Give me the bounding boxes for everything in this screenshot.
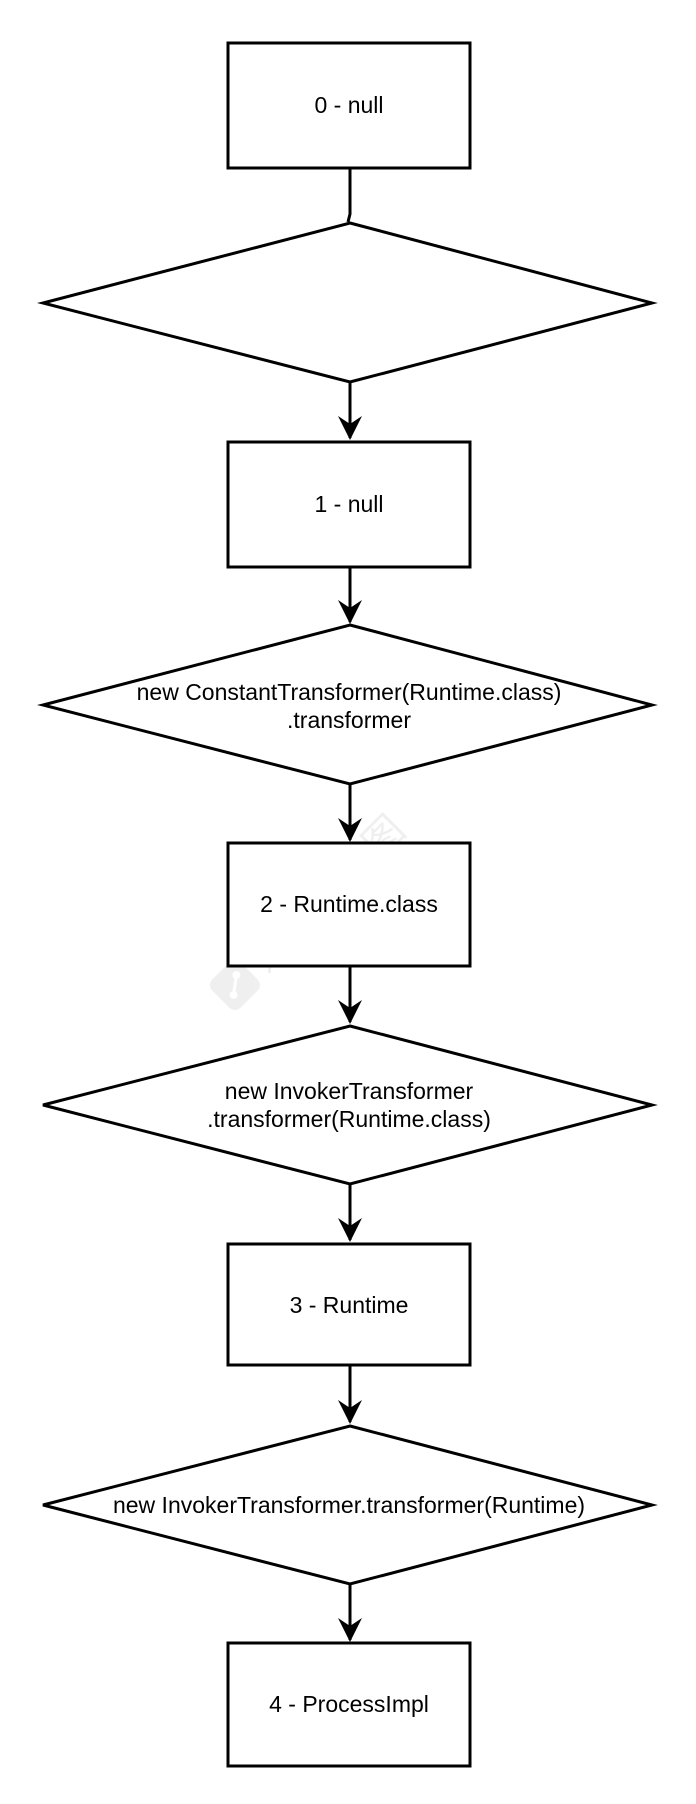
state-label-2: 2 - Runtime.class — [260, 891, 438, 917]
watermark-logo-icon — [210, 960, 260, 1010]
transition-label-3: new InvokerTransformer.transformer(Runti… — [113, 1492, 585, 1518]
state-label-3: 3 - Runtime — [290, 1292, 409, 1318]
transition-diamond-1: new ConstantTransformer(Runtime.class) .… — [37, 623, 658, 786]
connectors — [338, 168, 362, 1642]
transition-diamond-0 — [37, 221, 658, 384]
state-label-0: 0 - null — [314, 92, 383, 118]
transition-diamond-2: new InvokerTransformer .transformer(Runt… — [42, 1024, 658, 1186]
state-label-4: 4 - ProcessImpl — [269, 1691, 429, 1717]
transition-label-1-line-1: new ConstantTransformer(Runtime.class) — [137, 679, 562, 705]
transition-label-1-line-2: .transformer — [287, 707, 411, 733]
transition-label-2-line-2: .transformer(Runtime.class) — [207, 1106, 491, 1132]
state-box-2: 2 - Runtime.class — [226, 841, 472, 968]
connector-box-0-to-diamond-0 — [346, 168, 352, 223]
state-box-0: 0 - null — [226, 41, 472, 170]
state-label-1: 1 - null — [314, 491, 383, 517]
state-box-1: 1 - null — [226, 440, 472, 569]
transition-diamond-3: new InvokerTransformer.transformer(Runti… — [42, 1424, 658, 1586]
state-box-4: 4 - ProcessImpl — [226, 1641, 472, 1768]
state-box-3: 3 - Runtime — [226, 1242, 472, 1367]
transition-label-2-line-1: new InvokerTransformer — [225, 1078, 474, 1104]
